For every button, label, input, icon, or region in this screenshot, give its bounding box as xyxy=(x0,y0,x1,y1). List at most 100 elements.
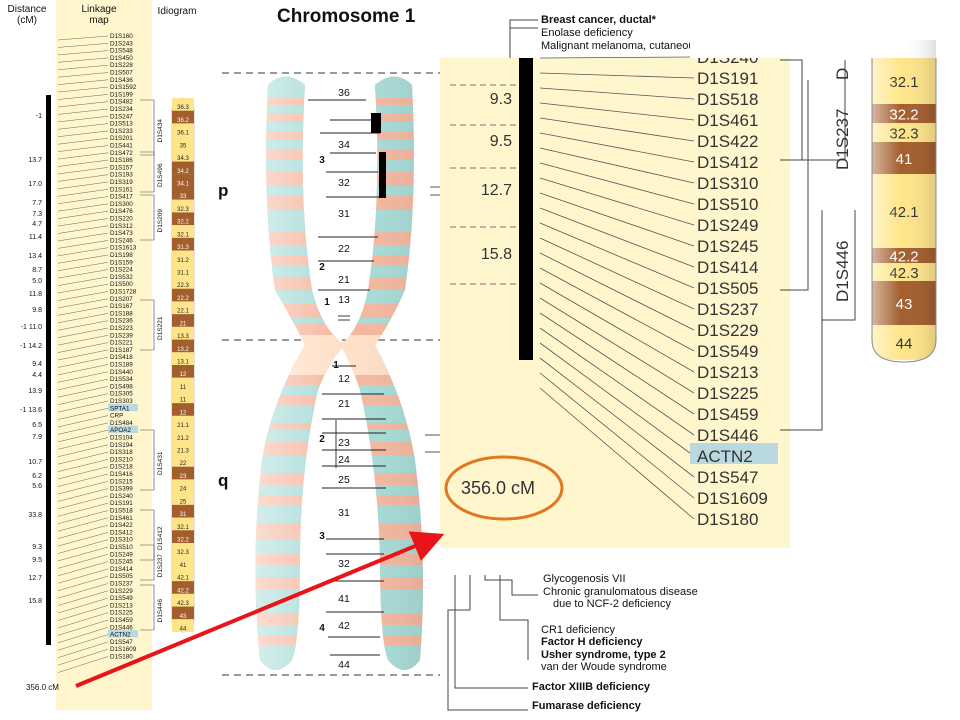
distance-label: 33.8 xyxy=(28,512,42,519)
marker-bracket xyxy=(140,544,155,581)
idiogram-band-label: 31 xyxy=(180,512,187,518)
linkage-line xyxy=(57,619,109,636)
marker-label: D1S225 xyxy=(697,384,758,403)
marker-highlight xyxy=(108,425,138,433)
linkage-line xyxy=(57,181,109,190)
idiogram-band-label: 32.3 xyxy=(177,550,189,556)
linkage-line xyxy=(539,252,695,331)
linkage-line xyxy=(57,225,109,234)
linkage-line xyxy=(57,524,109,539)
marker-label: D1S505 xyxy=(697,279,758,298)
marker-label: D1S210 xyxy=(110,456,133,463)
band-boundaries xyxy=(308,99,386,656)
marker-label: D1S319 xyxy=(110,179,133,186)
marker-label: APOA2 xyxy=(110,427,131,434)
marker-label: D1S547 xyxy=(110,639,133,646)
marker-label: D1S318 xyxy=(110,449,133,456)
band-label: 22 xyxy=(338,243,350,255)
idiogram-band-label: 36.1 xyxy=(177,131,189,137)
linkage-line xyxy=(57,393,109,405)
band-label: 25 xyxy=(338,474,350,486)
marker-bracket xyxy=(140,194,155,241)
marker-label: D1S303 xyxy=(110,398,133,405)
idiogram-band xyxy=(172,161,194,175)
distance-label: 4.4 xyxy=(32,372,42,379)
idiogram-band xyxy=(172,479,194,493)
marker-label: D1S399 xyxy=(110,486,133,493)
marker-bracket xyxy=(780,60,846,161)
linkage-line xyxy=(57,627,109,644)
band-label: 12 xyxy=(338,373,350,385)
idiogram-band xyxy=(172,441,194,454)
band-label: 34 xyxy=(338,139,350,151)
idiogram-band xyxy=(172,352,194,365)
marker-label: D1S414 xyxy=(110,566,133,573)
chromosome-title: Chromosome 1 xyxy=(277,6,416,27)
distance-label: 15.8 xyxy=(481,246,512,263)
marker-label: D1S312 xyxy=(110,223,133,230)
idiogram-band xyxy=(172,288,194,302)
linkage-line xyxy=(57,305,109,316)
distance-label: 9.5 xyxy=(490,133,512,150)
marker-label: D1S412 xyxy=(110,529,133,536)
bracket-label: D1S209 xyxy=(157,209,164,233)
linkage-line xyxy=(539,162,695,205)
disease-label: due to NCF-2 deficiency xyxy=(553,598,671,610)
linkage-line xyxy=(57,94,109,100)
bracket-label: D1S412 xyxy=(157,526,164,550)
marker-highlight xyxy=(108,403,138,412)
idiogram-band xyxy=(172,492,194,505)
idiogram-band xyxy=(172,466,194,480)
linkage-line xyxy=(57,539,109,554)
marker-label: D1S505 xyxy=(110,573,133,580)
marker-label: D1S416 xyxy=(110,471,133,478)
disease-label: Chronic granulomatous disease xyxy=(543,586,698,598)
marker-label: D1S194 xyxy=(110,442,133,449)
bracket-label: D1S496 xyxy=(157,163,164,187)
linkage-line xyxy=(57,568,109,584)
disease-label: Malignant melanoma, cutaneous* xyxy=(541,40,705,52)
marker-label: D1S414 xyxy=(697,258,758,277)
idiogram-band-label: 31.3 xyxy=(177,245,189,251)
linkage-line xyxy=(57,79,109,85)
marker-label: D1S240 xyxy=(110,493,133,500)
linkage-line xyxy=(57,641,109,658)
marker-label: ACTN2 xyxy=(697,447,753,466)
linkage-line xyxy=(57,473,109,487)
marker-label: CRP xyxy=(110,413,123,420)
linkage-line xyxy=(57,451,109,465)
idiogram-band xyxy=(172,136,194,149)
linkage-line xyxy=(57,415,109,428)
linkage-line xyxy=(539,312,695,415)
marker-label: D1S417 xyxy=(110,194,133,201)
marker-label: D1S207 xyxy=(110,296,133,303)
idiogram-band xyxy=(172,187,194,200)
marker-label: D1S473 xyxy=(110,230,133,237)
band-label: 36 xyxy=(338,87,350,99)
marker-label: D1S548 xyxy=(110,48,133,55)
idiogram-band xyxy=(172,174,194,187)
distance-label: 10.7 xyxy=(28,459,42,466)
marker-label: D1S180 xyxy=(697,510,758,529)
marker-label: D1S229 xyxy=(697,321,758,340)
distance-label: 5.6 xyxy=(32,483,42,490)
marker-label: D1S234 xyxy=(110,106,133,113)
marker-label: D1S459 xyxy=(697,405,758,424)
marker-label: D1S198 xyxy=(110,252,133,259)
bracket-label: D1S237 xyxy=(157,554,164,578)
idiogram-band-label: 13.3 xyxy=(177,334,189,340)
idiogram-band-label: 21.1 xyxy=(177,423,189,429)
disease-label: Enolase deficiency xyxy=(541,27,633,39)
marker-label: D1S191 xyxy=(110,500,133,507)
marker-bracket xyxy=(140,584,155,631)
zoom-marker-list: D1S240D1S191D1S518D1S461D1S422D1S412D1S3… xyxy=(690,40,790,529)
distance-label: 6.5 xyxy=(32,422,42,429)
idiogram-band xyxy=(172,377,194,391)
distance-label: 17.0 xyxy=(28,181,42,188)
linkage-line xyxy=(57,57,109,63)
idiogram-band xyxy=(172,530,194,543)
idiogram-band-label: 34.1 xyxy=(177,182,189,188)
marker-label: D1S104 xyxy=(110,435,133,442)
band-labels: 3634323122211312212324253132414244321123… xyxy=(319,87,350,671)
marker-label: D1S246 xyxy=(110,237,133,244)
